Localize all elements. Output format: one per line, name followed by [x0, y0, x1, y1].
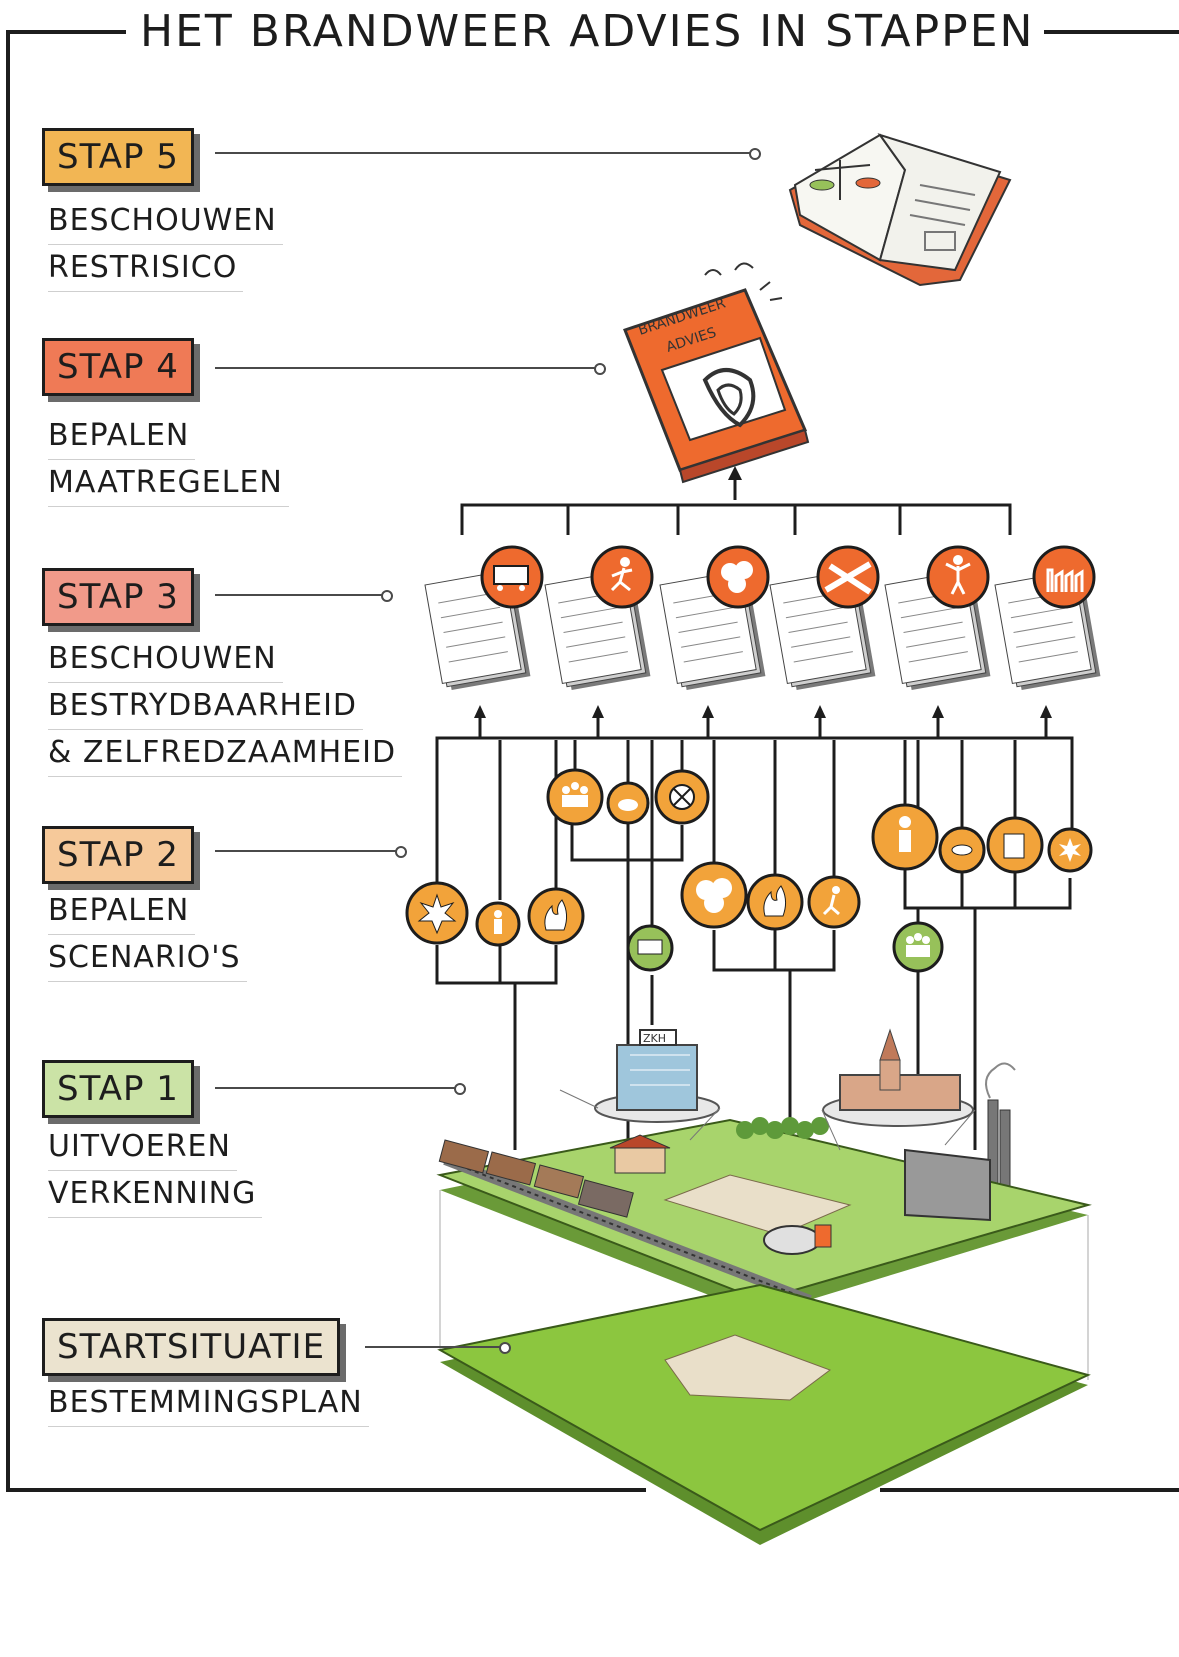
gas-cloud-scenario-icon — [680, 861, 748, 929]
frame-top-right — [1020, 30, 1179, 34]
step-4-description: BEPALEN MAATREGELEN — [48, 413, 289, 507]
explosion-scenario-icon — [405, 881, 469, 945]
runner-scenario-icon — [807, 875, 861, 929]
arrowheads — [474, 705, 1052, 718]
standing-person-scenario-icon — [871, 803, 939, 871]
fire-truck-icon — [480, 545, 544, 609]
start-situation-line-1: BESTEMMINGSPLAN — [48, 1380, 369, 1427]
law-book-icon — [788, 133, 1012, 287]
step-1-line-1: UITVOEREN — [48, 1124, 237, 1171]
factory-building — [904, 1148, 991, 1222]
start-situation-connector — [365, 1342, 511, 1354]
step-3-connector — [215, 590, 393, 602]
hospital-building: ZKH — [594, 1029, 720, 1123]
effect-icons — [480, 545, 1096, 609]
step-1-connector — [215, 1083, 466, 1095]
step-2-line-2: SCENARIO'S — [48, 935, 247, 982]
base-layer — [437, 1190, 1091, 1545]
freight-train — [438, 1139, 634, 1218]
vehicle-scenario-icon — [626, 924, 674, 972]
start-situation-description: BESTEMMINGSPLAN — [48, 1380, 369, 1427]
blocked-road-icon — [816, 545, 880, 609]
spill-scenario-icon — [606, 781, 650, 825]
tree-cluster — [736, 1117, 829, 1139]
start-situation-label: STARTSITUATIE — [42, 1318, 341, 1376]
step-1-description: UITVOEREN VERKENNING — [48, 1124, 263, 1218]
hospital-sign: ZKH — [643, 1032, 666, 1045]
step-4-connector — [215, 363, 606, 375]
frame-bottom-left — [6, 1488, 646, 1492]
step-3-line-3: & ZELFREDZAAMHEID — [48, 730, 403, 777]
step-2-description: BEPALEN SCENARIO'S — [48, 888, 247, 982]
step-4-line-2: MAATREGELEN — [48, 460, 289, 507]
church-building — [822, 1028, 974, 1127]
victim-person-icon — [926, 545, 990, 609]
step-3-line-1: BESCHOUWEN — [48, 636, 283, 683]
burst-scenario-icon — [1047, 827, 1093, 873]
step-3-description: BESCHOUWEN BESTRYDBAARHEID & ZELFREDZAAM… — [48, 636, 403, 777]
step3-to-step4-bracket — [460, 503, 1012, 535]
person-scenario-icon — [475, 901, 521, 947]
frame-top-left — [6, 30, 126, 34]
scenario-tree-lines — [435, 715, 1074, 1230]
step-1-label: STAP 1 — [42, 1060, 194, 1118]
step-5-description: BESCHOUWEN RESTRISICO — [48, 198, 283, 292]
step-4-line-1: BEPALEN — [48, 413, 196, 460]
advice-book-icon: BRANDWEER ADVIES — [623, 262, 810, 484]
environment-layer — [436, 1117, 1092, 1315]
step-4-label: STAP 4 — [42, 338, 194, 396]
fire-scenario-icon — [527, 887, 585, 945]
factory-icon — [1032, 545, 1096, 609]
frame-left — [6, 30, 10, 1492]
scenario-icons — [405, 768, 1093, 973]
step-2-connector — [215, 846, 407, 858]
step-5-connector — [215, 148, 761, 160]
frame-bottom-right — [880, 1488, 1179, 1492]
step-5-label: STAP 5 — [42, 128, 194, 186]
cross-scenario-icon — [654, 769, 710, 825]
container-scenario-icon — [986, 816, 1044, 874]
smoke-cloud-icon — [706, 545, 770, 609]
step-3-line-2: BESTRYDBAARHEID — [48, 683, 364, 730]
step-5-line-2: RESTRISICO — [48, 245, 244, 292]
fire-scenario-icon-2 — [746, 873, 804, 931]
step-5-line-1: BESCHOUWEN — [48, 198, 283, 245]
step-2-label: STAP 2 — [42, 826, 194, 884]
farm-house — [609, 1134, 671, 1174]
leak-scenario-icon — [938, 826, 986, 874]
page-title: HET BRANDWEER ADVIES IN STAPPEN — [130, 6, 1045, 57]
step-2-line-1: BEPALEN — [48, 888, 196, 935]
step-1-line-2: VERKENNING — [48, 1171, 263, 1218]
running-person-icon — [590, 545, 654, 609]
step-3-label: STAP 3 — [42, 568, 194, 626]
crowd-scenario-icon — [546, 768, 604, 826]
tank-truck — [763, 1224, 832, 1255]
people-group-scenario-icon — [892, 921, 944, 973]
